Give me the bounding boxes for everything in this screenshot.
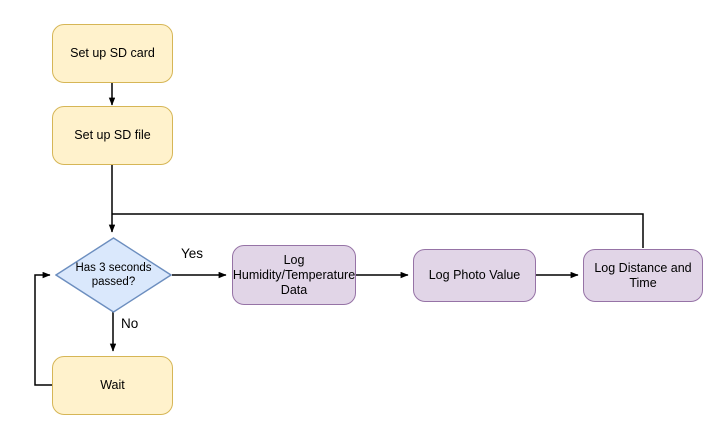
node-setup-sd-file[interactable]: Set up SD file <box>52 106 173 165</box>
node-setup-sd-file-label: Set up SD file <box>74 128 151 142</box>
node-log-humidity-temperature-data[interactable]: Log Humidity/Temperature Data <box>232 245 356 305</box>
node-log-distance-and-time[interactable]: Log Distance and Time <box>583 249 703 302</box>
node-log-photo-value[interactable]: Log Photo Value <box>413 249 536 302</box>
node-log-photo-value-label: Log Photo Value <box>428 268 521 282</box>
edge-wait-to-decision <box>34 271 52 386</box>
edge-label-yes: Yes <box>181 246 204 261</box>
node-log-humidity-temperature-data-label: Log Humidity/Temperature Data <box>232 252 356 297</box>
edge-log-distance-to-decision <box>112 213 644 248</box>
node-has-3-seconds-passed-label: Has 3 seconds passed? <box>75 262 152 288</box>
node-wait[interactable]: Wait <box>52 356 173 415</box>
node-log-distance-and-time-label: Log Distance and Time <box>594 260 692 290</box>
edge-label-no: No <box>121 316 139 331</box>
node-setup-sd-card-label: Set up SD card <box>70 46 155 60</box>
node-setup-sd-card[interactable]: Set up SD card <box>52 24 173 83</box>
node-wait-label: Wait <box>100 378 125 392</box>
diamond-shape <box>55 237 172 313</box>
node-has-3-seconds-passed[interactable]: Has 3 seconds passed? <box>55 237 172 313</box>
